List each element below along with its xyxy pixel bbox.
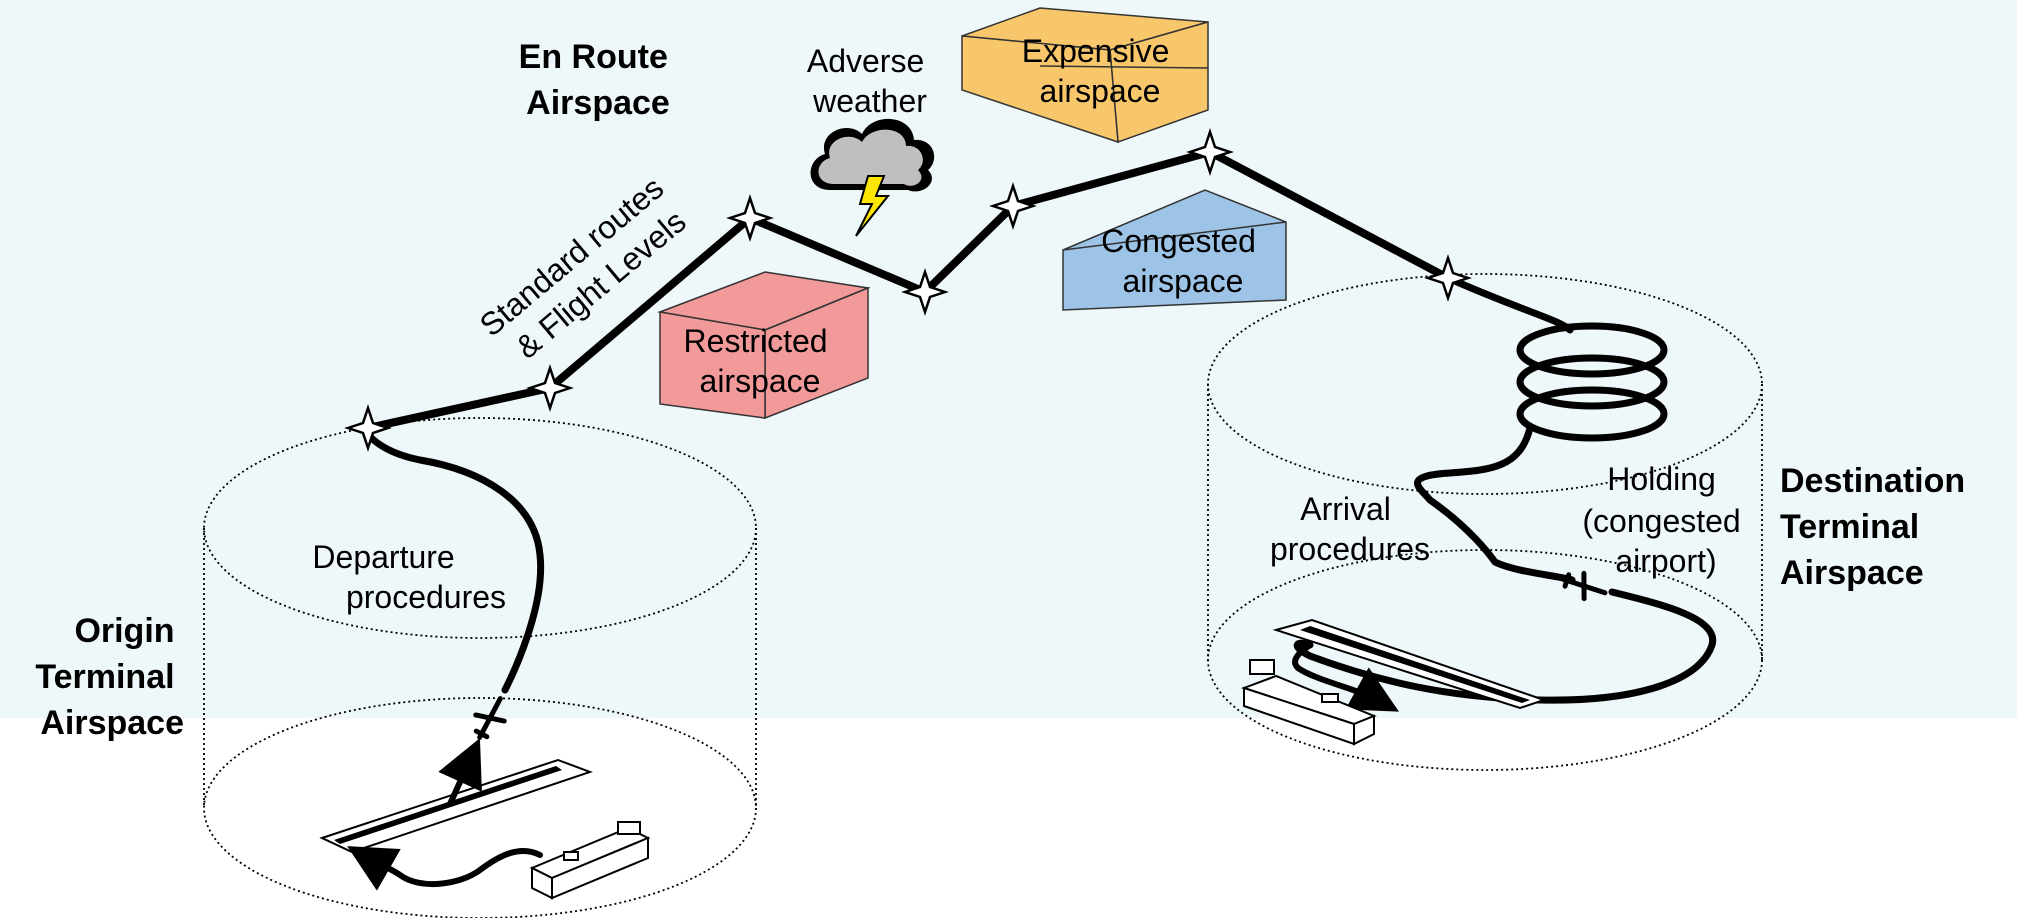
arrival-procedures-label: Arrival procedures <box>1270 491 1430 567</box>
congested-airspace-label: Congested airspace <box>1101 223 1265 299</box>
cloud-lightning-icon <box>810 118 935 237</box>
airplane-icon <box>1560 570 1608 602</box>
restricted-airspace-box <box>657 271 871 420</box>
destination-runway <box>1272 618 1548 710</box>
destination-terminal-building <box>1240 659 1377 746</box>
departure-procedures-label: Departure procedures <box>312 539 506 615</box>
origin-terminal-airspace-label: Origin Terminal Airspace <box>35 612 184 742</box>
origin-terminal-building <box>529 821 651 900</box>
holding-label: Holding (congested airport) <box>1582 461 1749 579</box>
takeoff-path <box>438 738 482 806</box>
restricted-airspace-label: Restricted airspace <box>684 323 837 399</box>
en-route-airspace-label: En Route Airspace <box>519 38 678 122</box>
expensive-airspace-label: Expensive airspace <box>1022 33 1179 109</box>
origin-runway <box>319 758 593 854</box>
adverse-weather-label: Adverse weather <box>807 43 933 119</box>
origin-terminal-cylinder <box>203 417 757 918</box>
destination-terminal-cylinder <box>1207 273 1763 771</box>
expensive-airspace-box <box>961 7 1209 144</box>
airplane-icon <box>473 696 507 740</box>
destination-terminal-airspace-label: Destination Terminal Airspace <box>1780 462 1975 592</box>
origin-taxi-path <box>347 846 543 891</box>
sky-background <box>0 0 2017 718</box>
congested-airspace-box <box>1062 189 1287 311</box>
